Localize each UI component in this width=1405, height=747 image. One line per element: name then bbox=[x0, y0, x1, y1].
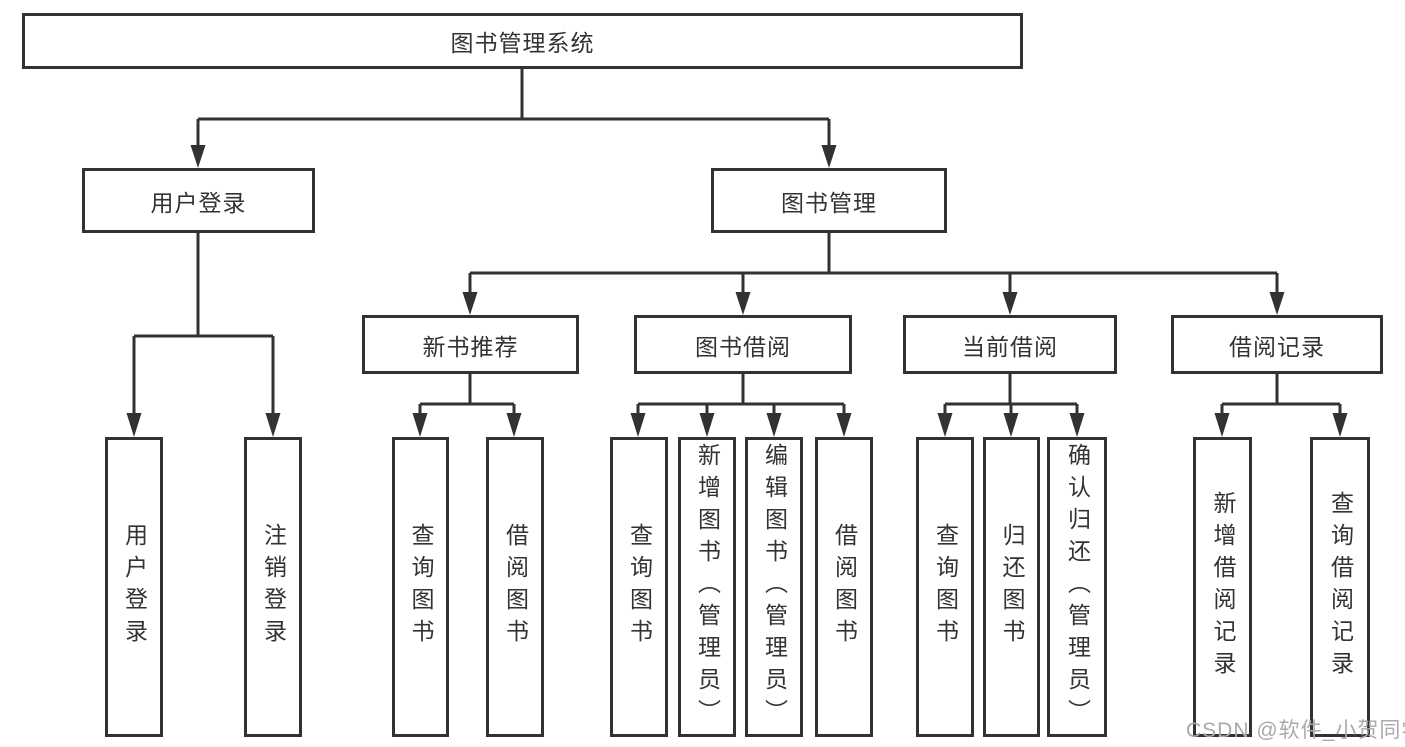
leaf-borrow-books-1-label: 借阅图书 bbox=[502, 523, 529, 651]
node-borrow-records-label: 借阅记录 bbox=[1229, 333, 1325, 360]
leaf-confirm-return-admin: 确认归还（管理员） bbox=[1047, 437, 1107, 737]
node-book-borrow: 图书借阅 bbox=[634, 315, 852, 374]
leaf-return-books-label: 归还图书 bbox=[999, 523, 1025, 651]
csdn-watermark: CSDN @软件_小贺同学 bbox=[1186, 719, 1405, 742]
leaf-confirm-return-admin-label: 确认归还（管理员） bbox=[1064, 443, 1091, 731]
leaf-edit-books-admin-label: 编辑图书（管理员） bbox=[761, 443, 788, 731]
leaf-user-login: 用户登录 bbox=[105, 437, 163, 737]
leaf-query-books-1-label: 查询图书 bbox=[408, 523, 434, 651]
leaf-logout-label: 注销登录 bbox=[260, 523, 287, 651]
node-user-login: 用户登录 bbox=[82, 168, 315, 233]
leaf-query-books-2: 查询图书 bbox=[610, 437, 668, 737]
leaf-query-borrow-record-label: 查询借阅记录 bbox=[1327, 491, 1354, 683]
connector-current-borrow-to-leaves bbox=[937, 373, 1085, 437]
node-new-book-recommend-label: 新书推荐 bbox=[422, 333, 519, 360]
leaf-add-borrow-record: 新增借阅记录 bbox=[1193, 437, 1252, 737]
node-new-book-recommend: 新书推荐 bbox=[362, 315, 579, 374]
leaf-query-books-2-label: 查询图书 bbox=[626, 523, 653, 651]
leaf-borrow-books-2: 借阅图书 bbox=[815, 437, 873, 737]
node-book-borrow-label: 图书借阅 bbox=[695, 333, 791, 360]
leaf-logout: 注销登录 bbox=[244, 437, 302, 737]
node-book-mgmt: 图书管理 bbox=[711, 168, 947, 233]
leaf-return-books: 归还图书 bbox=[983, 437, 1040, 737]
leaf-borrow-books-1: 借阅图书 bbox=[486, 437, 544, 737]
connector-user-login-to-leaves bbox=[126, 232, 281, 437]
connector-new-book-to-leaves bbox=[412, 373, 522, 437]
leaf-query-books-3: 查询图书 bbox=[916, 437, 974, 737]
node-current-borrow-label: 当前借阅 bbox=[962, 333, 1058, 360]
node-book-mgmt-label: 图书管理 bbox=[781, 189, 877, 216]
leaf-query-borrow-record: 查询借阅记录 bbox=[1310, 437, 1370, 737]
connector-book-mgmt-to-level3 bbox=[462, 232, 1285, 315]
connector-borrow-records-to-leaves bbox=[1214, 373, 1348, 437]
leaf-user-login-label: 用户登录 bbox=[121, 523, 148, 651]
leaf-add-books-admin: 新增图书（管理员） bbox=[678, 437, 736, 737]
node-root: 图书管理系统 bbox=[22, 13, 1023, 69]
node-root-label: 图书管理系统 bbox=[450, 30, 595, 56]
connector-root-to-level2 bbox=[190, 68, 837, 168]
connector-book-borrow-to-leaves bbox=[630, 373, 852, 437]
node-borrow-records: 借阅记录 bbox=[1171, 315, 1383, 374]
leaf-add-borrow-record-label: 新增借阅记录 bbox=[1210, 491, 1236, 683]
leaf-add-books-admin-label: 新增图书（管理员） bbox=[694, 443, 721, 731]
leaf-borrow-books-2-label: 借阅图书 bbox=[831, 523, 858, 651]
node-current-borrow: 当前借阅 bbox=[903, 315, 1117, 374]
leaf-query-books-1: 查询图书 bbox=[392, 437, 449, 737]
leaf-query-books-3-label: 查询图书 bbox=[932, 523, 959, 651]
leaf-edit-books-admin: 编辑图书（管理员） bbox=[745, 437, 803, 737]
node-user-login-label: 用户登录 bbox=[150, 189, 247, 216]
